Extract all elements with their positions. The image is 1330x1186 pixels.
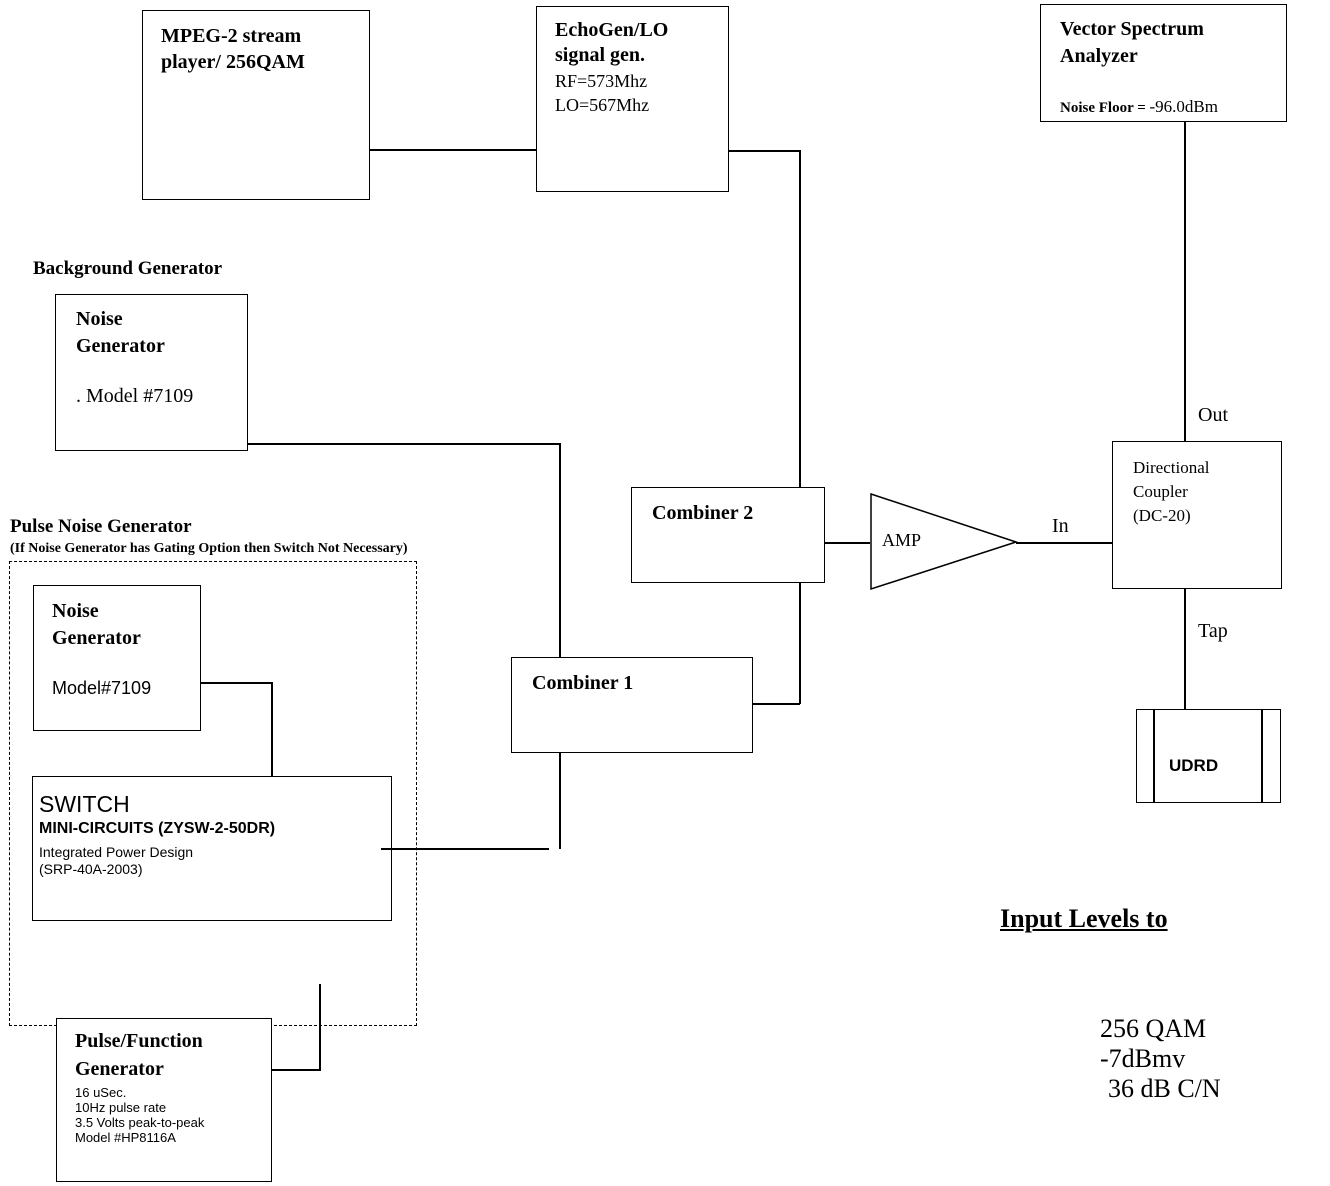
switch-title: SWITCH	[39, 791, 130, 817]
coupler-line1: Directional	[1133, 458, 1210, 477]
wire-noise2-down	[271, 682, 273, 776]
combiner-2-label: Combiner 2	[652, 502, 754, 524]
mpeg-player-line2: player/ 256QAM	[161, 51, 305, 73]
pulse-noise-generator-subtitle: (If Noise Generator has Gating Option th…	[10, 541, 408, 556]
combiner-1-label: Combiner 1	[532, 672, 634, 694]
noise-generator-2-box: Noise Generator Model#7109	[33, 585, 201, 731]
amp-triangle	[870, 492, 1019, 591]
echogen-line1: EchoGen/LO	[555, 19, 669, 41]
wire-amp-to-coupler	[1016, 542, 1112, 544]
coupler-line3: (DC-20)	[1133, 506, 1191, 525]
wire-bgnoise-right	[248, 443, 560, 445]
vsa-noise-floor-label: Noise Floor =	[1060, 100, 1150, 116]
input-levels-line1: 256 QAM	[1100, 1014, 1207, 1043]
pulse-gen-spec2: 10Hz pulse rate	[75, 1100, 167, 1115]
combiner-1-box: Combiner 1	[511, 657, 753, 753]
coupler-port-in: In	[1052, 515, 1069, 537]
input-levels-heading: Input Levels to	[1000, 904, 1168, 933]
pulse-gen-spec4: Model #HP8116A	[75, 1130, 176, 1145]
coupler-port-out: Out	[1198, 404, 1228, 426]
switch-box: SWITCH MINI-CIRCUITS (ZYSW-2-50DR) Integ…	[32, 776, 392, 921]
switch-power: Integrated Power Design	[39, 844, 194, 860]
wire-switch-right	[381, 848, 549, 850]
background-generator-title: Background Generator	[33, 258, 223, 279]
echogen-line2: signal gen.	[555, 44, 646, 66]
bg-noise-line2: Generator	[76, 335, 165, 357]
wire-comb2-to-amp	[825, 542, 870, 544]
bg-noise-line1: Noise	[76, 308, 123, 330]
pulse-gen-spec1: 16 uSec.	[75, 1085, 127, 1100]
udrd-box: UDRD	[1136, 709, 1281, 803]
echogen-rf: RF=573Mhz	[555, 71, 648, 91]
coupler-port-tap: Tap	[1198, 620, 1228, 642]
wire-mpeg-to-echogen	[370, 149, 536, 151]
mpeg-player-box: MPEG-2 stream player/ 256QAM	[142, 10, 370, 200]
vsa-noise-floor-value: -96.0dBm	[1149, 97, 1218, 116]
switch-model: (SRP-40A-2003)	[39, 861, 143, 877]
pulse-gen-spec3: 3.5 Volts peak-to-peak	[75, 1115, 205, 1130]
echogen-box: EchoGen/LO signal gen. RF=573Mhz LO=567M…	[536, 6, 729, 192]
combiner-2-box: Combiner 2	[631, 487, 825, 583]
wire-pulse-up	[319, 984, 321, 1070]
wire-vsa-to-coupler	[1184, 122, 1186, 441]
noise-gen2-model: Model#7109	[52, 678, 152, 698]
vsa-line1: Vector Spectrum	[1060, 18, 1204, 40]
amp-label: AMP	[882, 530, 922, 550]
input-levels-line2: -7dBmv	[1100, 1044, 1186, 1073]
wire-bgnoise-down	[559, 443, 561, 657]
wire-echogen-down	[799, 150, 801, 487]
vsa-line2: Analyzer	[1060, 45, 1138, 67]
vsa-box: Vector Spectrum Analyzer Noise Floor = -…	[1040, 4, 1287, 122]
directional-coupler-box: Directional Coupler (DC-20)	[1112, 441, 1282, 589]
wire-pulse-right	[272, 1069, 321, 1071]
coupler-line2: Coupler	[1133, 482, 1188, 501]
udrd-label: UDRD	[1169, 756, 1219, 775]
udrd-left-bar	[1153, 710, 1155, 802]
pulse-gen-line1: Pulse/Function	[75, 1030, 203, 1052]
udrd-right-bar	[1261, 710, 1263, 802]
wire-noise2-right	[201, 682, 272, 684]
noise-gen2-line2: Generator	[52, 627, 141, 649]
wire-echogen-right	[729, 150, 800, 152]
wire-coupler-to-udrd	[1184, 589, 1186, 709]
wire-comb1-up	[799, 583, 801, 704]
noise-gen2-line1: Noise	[52, 600, 99, 622]
pulse-noise-generator-title: Pulse Noise Generator	[10, 516, 192, 537]
wire-comb1-down	[559, 753, 561, 849]
input-levels-line3: 36 dB C/N	[1108, 1074, 1221, 1103]
pulse-gen-line2: Generator	[75, 1058, 164, 1080]
background-noise-generator-box: Noise Generator . Model #7109	[55, 294, 248, 451]
mpeg-player-line1: MPEG-2 stream	[161, 25, 302, 47]
echogen-lo: LO=567Mhz	[555, 95, 650, 115]
bg-noise-model: . Model #7109	[76, 385, 194, 407]
wire-comb1-right	[753, 703, 800, 705]
pulse-function-generator-box: Pulse/Function Generator 16 uSec. 10Hz p…	[56, 1018, 272, 1182]
vsa-noise-floor: Noise Floor = -96.0dBm	[1060, 97, 1218, 117]
switch-mini-circuits: MINI-CIRCUITS (ZYSW-2-50DR)	[39, 820, 276, 837]
